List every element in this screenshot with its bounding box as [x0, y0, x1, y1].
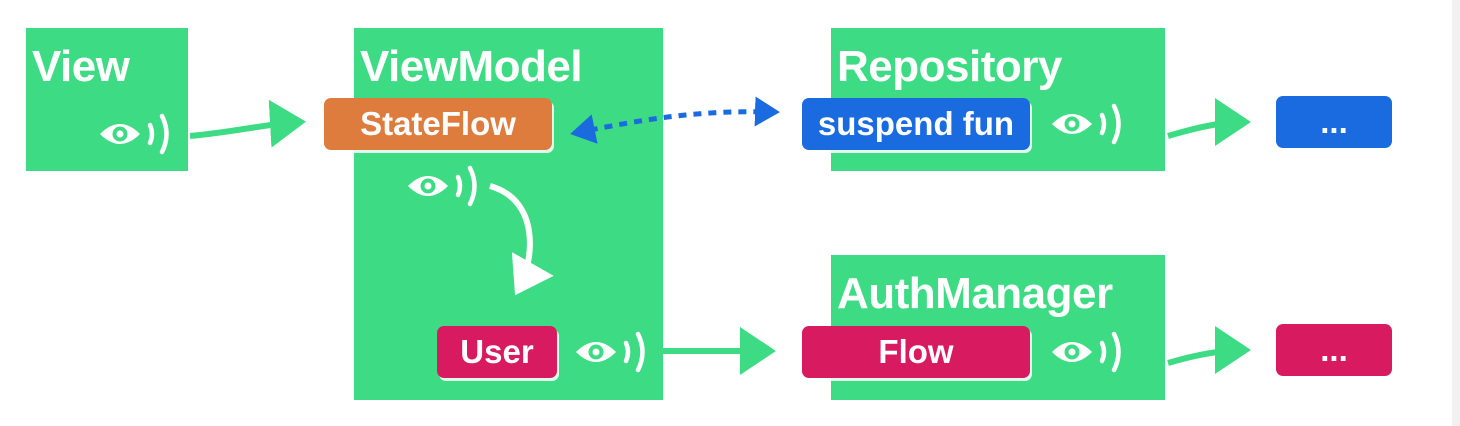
authmanager-output-pill: ... [1276, 324, 1392, 376]
stateflow-pill: StateFlow [324, 98, 552, 150]
repository-title: Repository [837, 42, 1062, 91]
authmanager-title: AuthManager [837, 269, 1113, 318]
user-pill: User [437, 326, 557, 378]
view-box: View [26, 28, 188, 171]
observe-eye-icon [576, 331, 645, 373]
observe-eye-icon [408, 165, 477, 207]
observe-eye-icon [1052, 103, 1121, 145]
viewmodel-title: ViewModel [360, 42, 583, 91]
observe-eye-icon [1052, 331, 1121, 373]
scrollbar-track[interactable] [1452, 0, 1460, 426]
flow-pill: Flow [802, 326, 1030, 378]
arrow-repository-to-output [1167, 98, 1251, 147]
repository-output-pill: ... [1276, 96, 1392, 148]
arrow-view-to-stateflow [189, 99, 306, 148]
observe-eye-icon [100, 113, 169, 155]
view-title: View [32, 42, 130, 91]
arrow-authmanager-to-output [1167, 326, 1251, 375]
suspend-fun-pill: suspend fun [802, 98, 1030, 150]
